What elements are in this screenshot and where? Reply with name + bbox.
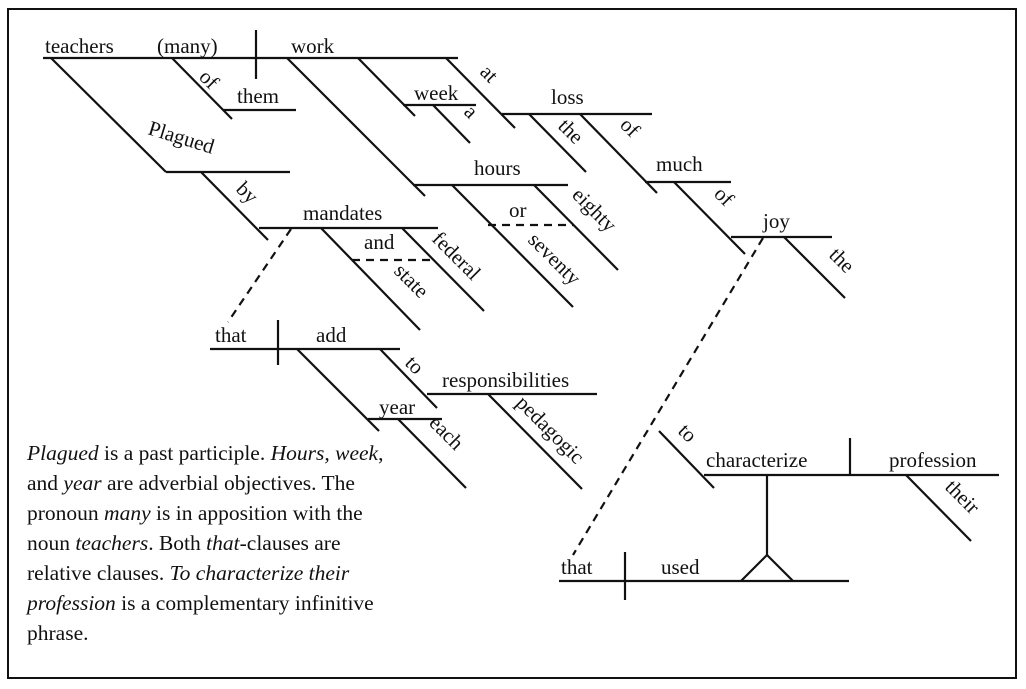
note-text: are adverbial objec­tives. The pronoun bbox=[27, 471, 355, 525]
modifier-line-federal bbox=[401, 227, 485, 312]
modifier-line-pedagogic bbox=[487, 393, 583, 490]
word-many: (many) bbox=[157, 34, 218, 58]
word-characterize: characterize bbox=[706, 448, 807, 472]
note-term: year bbox=[63, 471, 102, 495]
word-at: at bbox=[475, 60, 503, 88]
word-each: each bbox=[424, 411, 469, 456]
word-profession: profession bbox=[889, 448, 977, 472]
note-term: teachers bbox=[75, 531, 149, 555]
relative-connector-1 bbox=[227, 228, 292, 323]
relative-connector-2 bbox=[572, 237, 764, 556]
word-hours: hours bbox=[474, 156, 521, 180]
diagram-frame bbox=[7, 8, 1017, 679]
word-of-1: of bbox=[194, 65, 223, 94]
word-mandates: mandates bbox=[303, 201, 382, 225]
word-the-2: the bbox=[824, 243, 859, 278]
note-term: Plagued bbox=[27, 441, 99, 465]
modifier-line-their bbox=[905, 474, 972, 542]
note-text: . Both bbox=[148, 531, 207, 555]
modifier-line-at bbox=[445, 57, 516, 129]
word-or: or bbox=[509, 198, 527, 222]
word-to-2: to bbox=[673, 419, 702, 448]
word-that-1: that bbox=[215, 323, 247, 347]
modifier-line-by bbox=[200, 171, 269, 241]
note-term: Hours, week bbox=[270, 441, 379, 465]
word-state: state bbox=[389, 259, 433, 303]
word-seventy: seventy bbox=[523, 228, 586, 291]
explanation-note: Plagued is a past participle. Hours, wee… bbox=[27, 438, 407, 648]
word-work: work bbox=[291, 34, 335, 58]
adverbial-slant-hours bbox=[286, 57, 426, 197]
modifier-line-the-2 bbox=[783, 236, 846, 299]
adverbial-slant-week bbox=[357, 57, 416, 117]
adverbial-slant-year bbox=[296, 348, 380, 432]
note-text: is a complemen­tary infinitive phrase. bbox=[27, 591, 374, 645]
modifier-line-to-1 bbox=[379, 348, 438, 409]
modifier-line-the-1 bbox=[528, 113, 587, 173]
word-that-2: that bbox=[561, 555, 593, 579]
note-text: , and bbox=[27, 441, 384, 495]
word-by: by bbox=[231, 177, 263, 209]
note-term: many bbox=[104, 501, 151, 525]
word-year: year bbox=[379, 395, 415, 419]
participle-slant-plagued bbox=[50, 57, 167, 173]
modifier-line-of-3 bbox=[673, 181, 746, 255]
note-text: is a past participle. bbox=[98, 441, 271, 465]
word-joy: joy bbox=[762, 209, 790, 233]
word-add: add bbox=[316, 323, 347, 347]
word-federal: federal bbox=[427, 227, 485, 285]
word-much: much bbox=[656, 152, 703, 176]
word-eighty: eighty bbox=[567, 183, 621, 237]
modifier-line-state bbox=[320, 227, 421, 331]
note-term: To charac­terize their profession bbox=[27, 561, 350, 615]
modifier-line-seventy bbox=[451, 184, 574, 308]
pedestal-object-marker bbox=[740, 553, 794, 582]
word-of-3: of bbox=[709, 182, 738, 211]
modifier-line-a bbox=[432, 104, 471, 144]
word-a: a bbox=[459, 100, 483, 124]
word-loss: loss bbox=[551, 85, 584, 109]
word-responsibilities: responsibilities bbox=[442, 368, 569, 392]
infinitive-slant-to bbox=[658, 430, 715, 489]
modifier-line-of bbox=[171, 57, 233, 120]
modifier-line-eighty bbox=[533, 184, 619, 271]
modifier-line-each bbox=[397, 418, 467, 489]
word-of-2: of bbox=[615, 113, 644, 142]
word-used: used bbox=[661, 555, 700, 579]
word-week: week bbox=[414, 81, 459, 105]
note-term: that bbox=[206, 531, 240, 555]
word-plagued: Plagued bbox=[146, 116, 218, 159]
note-text: is in apposi­tion with the noun bbox=[27, 501, 363, 555]
word-them: them bbox=[237, 84, 279, 108]
note-text: -clauses are relative clauses. bbox=[27, 531, 341, 585]
word-teachers: teachers bbox=[45, 34, 114, 58]
word-their: their bbox=[940, 475, 984, 519]
word-and: and bbox=[364, 230, 395, 254]
modifier-line-of-2 bbox=[579, 113, 658, 194]
